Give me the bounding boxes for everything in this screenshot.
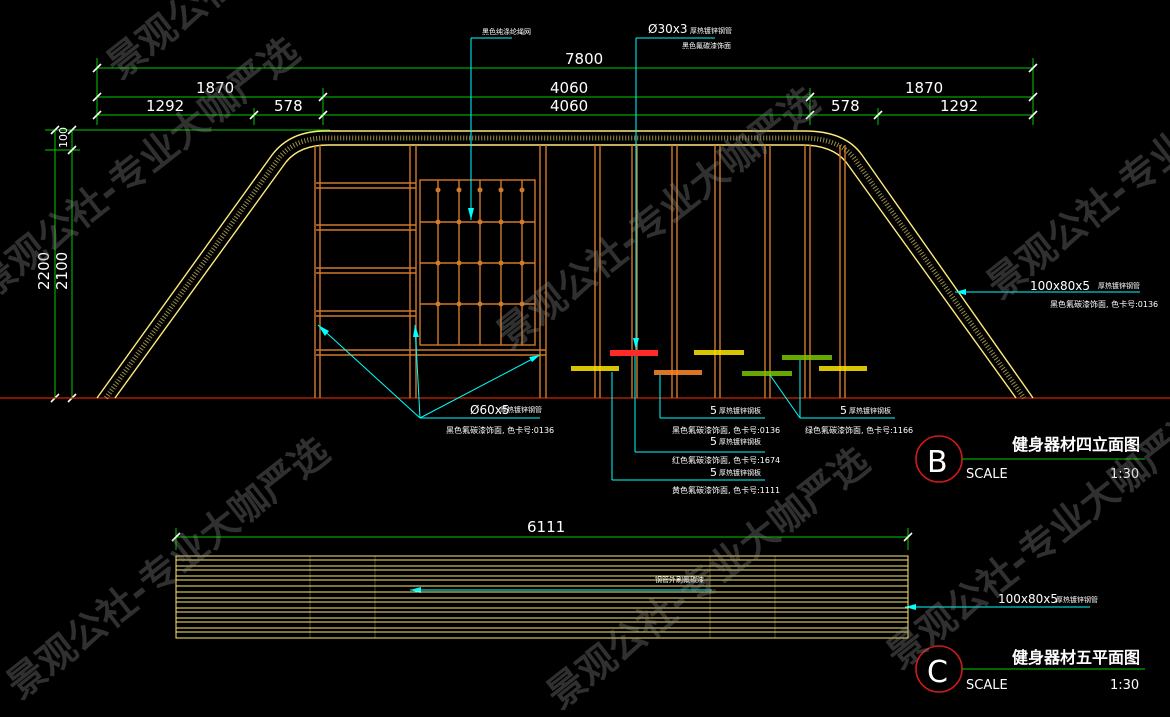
dim-center: 4060 (550, 79, 588, 97)
dim-height-top: 100 (57, 127, 70, 148)
plan-callout-size: 100x80x5 (998, 592, 1058, 606)
callout-plate-c-finish: 黄色氟碳漆饰面, 色卡号:1111 (672, 485, 780, 495)
callout-plate-b-size: 5 (710, 435, 717, 448)
callout-plate-c-size: 5 (710, 466, 717, 479)
callout-frame-finish: 黑色氟碳漆饰面, 色卡号:0136 (1050, 299, 1158, 309)
callout-plate-b-spec: 厚热镀锌钢板 (719, 437, 761, 446)
callout-frame-spec: 厚热镀锌钢管 (1098, 281, 1140, 290)
plan-slats (175, 555, 909, 639)
callout-plate-d-finish: 绿色氟碳漆饰面, 色卡号:1166 (805, 425, 913, 435)
yellow-plate-3 (819, 366, 867, 371)
watermark-4: 景观公社-专业大咖严选 (488, 79, 827, 357)
leader-lines (317, 37, 1140, 608)
callout-plate-c-spec: 厚热镀锌钢板 (719, 468, 761, 477)
stepping-plates (571, 350, 867, 376)
callout-pole-spec: 厚热镀锌钢管 (690, 26, 732, 35)
plan-dividers (309, 556, 776, 638)
title-letter-c: C (927, 655, 948, 690)
dim-overall: 7800 (565, 50, 603, 68)
callout-ladder-spec: 厚热镀锌钢管 (500, 405, 542, 414)
dim-right: 1870 (905, 79, 943, 97)
dim-left-sub-a: 1292 (146, 97, 184, 115)
plan-inner-note: 钢管外刷氟碳漆 (655, 575, 704, 584)
callout-plate-d-size: 5 (840, 404, 847, 417)
callout-plate-a-size: 5 (710, 404, 717, 417)
title-block-c: C 健身器材五平面图 SCALE 1:30 (915, 645, 1145, 693)
leader-arrows (318, 208, 966, 610)
callouts: 黑色纯涤纶绳网 Ø30x3 厚热镀锌钢管 黑色氟碳漆饰面 100x80x5 厚热… (446, 22, 1158, 495)
dim-center-sub: 4060 (550, 97, 588, 115)
dim-height-total: 2200 (35, 252, 53, 290)
watermark-1: 景观公社-专业大咖严选 (0, 29, 307, 307)
bent-pipe-frame (96, 130, 1034, 399)
title-block-b: B 健身器材四立面图 SCALE 1:30 (915, 435, 1145, 483)
callout-ladder-size: Ø60x5 (470, 403, 509, 417)
vertical-poles (594, 145, 846, 398)
dim-left-sub-b: 578 (274, 97, 303, 115)
callout-pole-size: Ø30x3 (648, 22, 687, 36)
dim-height-main: 2100 (53, 252, 71, 290)
rope-net-knots (435, 187, 525, 307)
title-scale-label-c: SCALE (966, 678, 1008, 693)
title-scale-label-b: SCALE (966, 467, 1008, 482)
callout-ladder-finish: 黑色氟碳漆饰面, 色卡号:0136 (446, 425, 554, 435)
dim-right-sub-a: 578 (831, 97, 860, 115)
title-name-b: 健身器材四立面图 (1012, 435, 1140, 454)
callout-plate-d-spec: 厚热镀锌钢板 (849, 406, 891, 415)
dimension-text: 7800 1870 4060 1870 1292 578 4060 578 12… (35, 50, 978, 290)
red-plate (610, 350, 658, 356)
watermark-7: 景观公社-专业大咖严选 (978, 29, 1170, 307)
callout-pole-finish: 黑色氟碳漆饰面 (682, 41, 731, 50)
title-scale-value-b: 1:30 (1110, 467, 1139, 482)
title-scale-value-c: 1:30 (1110, 678, 1139, 693)
callout-plate-b-finish: 红色氟碳漆饰面, 色卡号:1674 (672, 455, 780, 465)
callout-frame-size: 100x80x5 (1030, 279, 1090, 293)
plan-dimension: 6111 (171, 518, 913, 550)
ladder-structure (314, 145, 547, 398)
plan-width-dim: 6111 (527, 518, 565, 536)
callout-plate-a-finish: 黑色氟碳漆饰面, 色卡号:0136 (672, 425, 780, 435)
yellow-plate-1 (571, 366, 619, 371)
yellow-plate-2 (694, 350, 744, 355)
watermark-3: 景观公社-专业大咖严选 (0, 429, 337, 707)
callout-plate-a-spec: 厚热镀锌钢板 (719, 406, 761, 415)
callout-rope-net: 黑色纯涤纶绳网 (482, 27, 531, 36)
title-name-c: 健身器材五平面图 (1012, 648, 1140, 667)
green-plate-2 (782, 355, 832, 360)
dim-right-sub-b: 1292 (940, 97, 978, 115)
title-letter-b: B (927, 445, 948, 480)
green-plate-1 (742, 371, 792, 376)
plan-callout-spec: 厚热镀锌钢管 (1056, 595, 1098, 604)
dim-left: 1870 (196, 79, 234, 97)
orange-plate (654, 370, 702, 375)
